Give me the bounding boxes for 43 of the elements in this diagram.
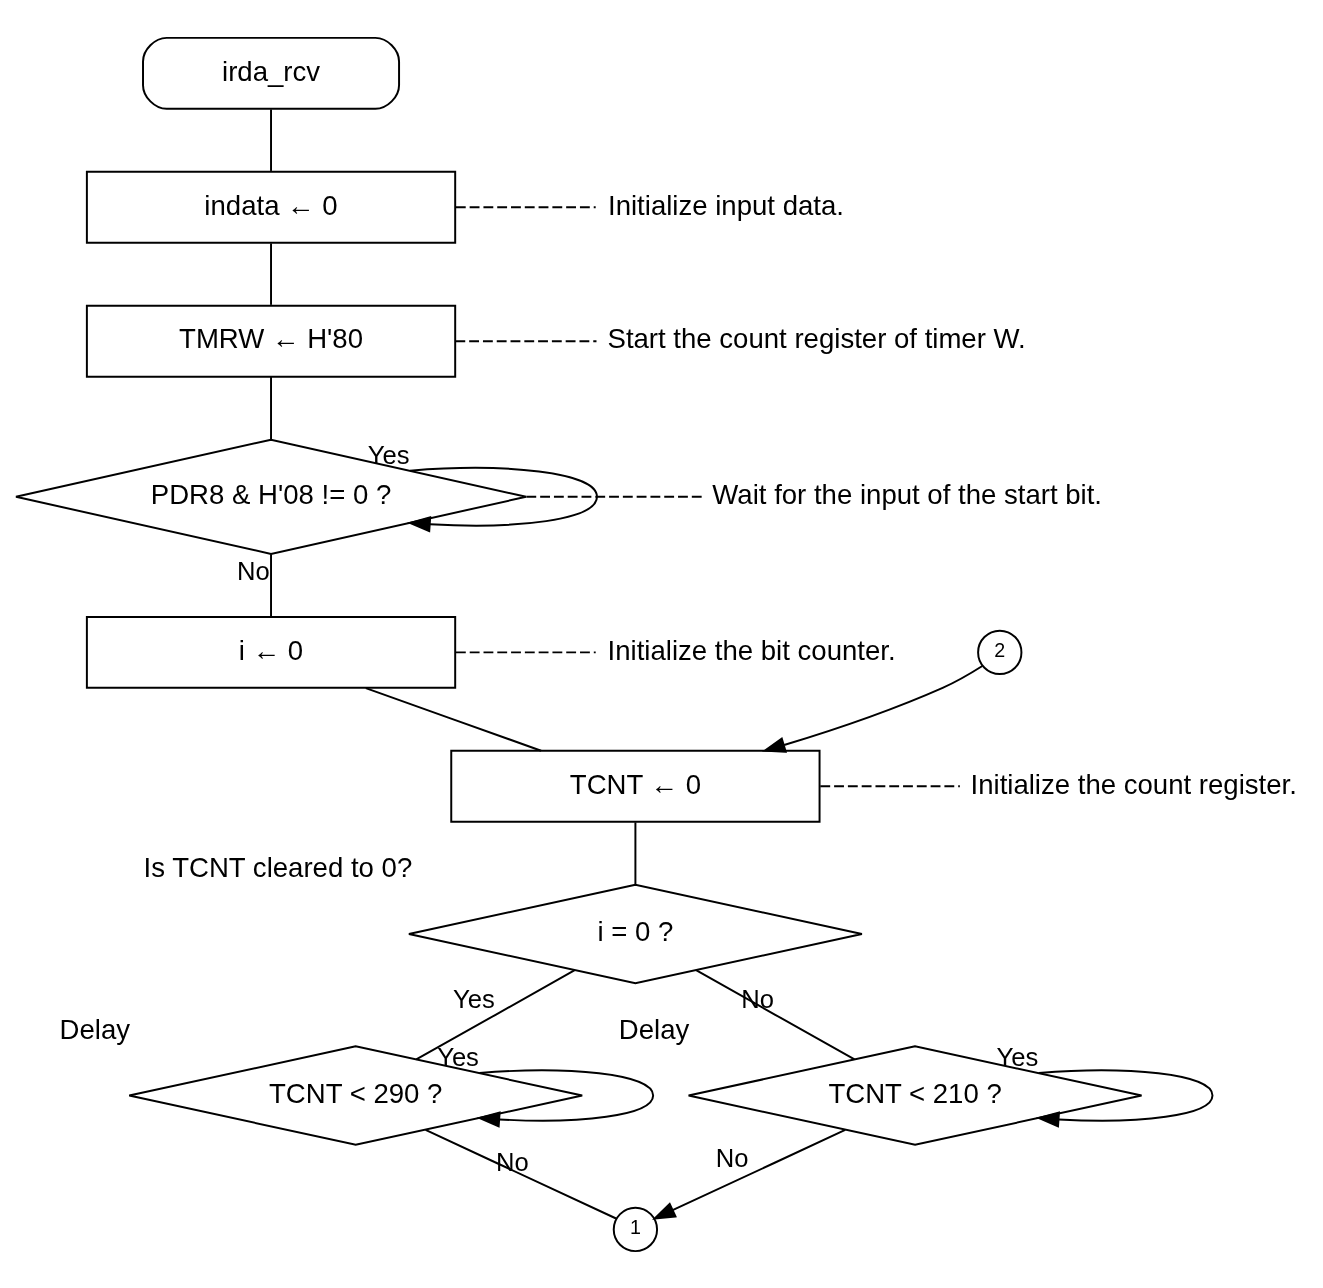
arrow — [762, 664, 984, 753]
connector — [525, 495, 703, 498]
edge-label: No — [715, 1143, 749, 1172]
node-box: TCNT ← 0 — [450, 749, 821, 823]
connector — [364, 686, 543, 752]
node-diamond: i = 0 ? — [407, 883, 863, 984]
edge-label: No — [741, 984, 774, 1013]
node-text: Start the count register of timer W. — [607, 322, 1026, 354]
arrow — [1035, 1068, 1214, 1128]
connector — [695, 968, 856, 1060]
arrow — [407, 466, 598, 533]
edge-label: No — [236, 556, 270, 584]
connector — [270, 107, 273, 172]
connector — [424, 1128, 618, 1219]
arrow — [476, 1068, 655, 1128]
connector — [270, 552, 273, 618]
arrow — [652, 1128, 847, 1220]
connector — [819, 784, 961, 787]
node-label: Delay — [618, 1013, 690, 1045]
connector — [454, 205, 597, 208]
node-text: Wait for the input of the start bit. — [712, 478, 1103, 510]
node-box: indata ← 0 — [85, 170, 457, 244]
edge-label: Yes — [452, 984, 495, 1013]
edge-label: Yes — [367, 440, 410, 469]
node-circle: 2 — [977, 629, 1023, 675]
edge-label: Yes — [996, 1042, 1039, 1071]
node-label: Delay — [59, 1013, 130, 1045]
edge-label: Yes — [437, 1042, 479, 1071]
connector — [415, 968, 576, 1060]
node-text: Initialize the count register. — [970, 768, 1297, 800]
edge-label: No — [495, 1147, 529, 1176]
node-text: Initialize input data. — [608, 189, 844, 221]
connector — [454, 650, 597, 653]
connector — [454, 339, 598, 342]
node-label: Is TCNT cleared to 0? — [143, 851, 413, 883]
node-box: irda_rcv — [142, 36, 401, 110]
node-text: Initialize the bit counter. — [607, 634, 896, 666]
connector — [270, 375, 273, 440]
node-box: TMRW ← H'80 — [85, 304, 457, 378]
node-circle: 1 — [612, 1206, 659, 1252]
connector — [634, 820, 637, 886]
connector — [270, 241, 273, 306]
node-box: i ← 0 — [85, 615, 457, 689]
